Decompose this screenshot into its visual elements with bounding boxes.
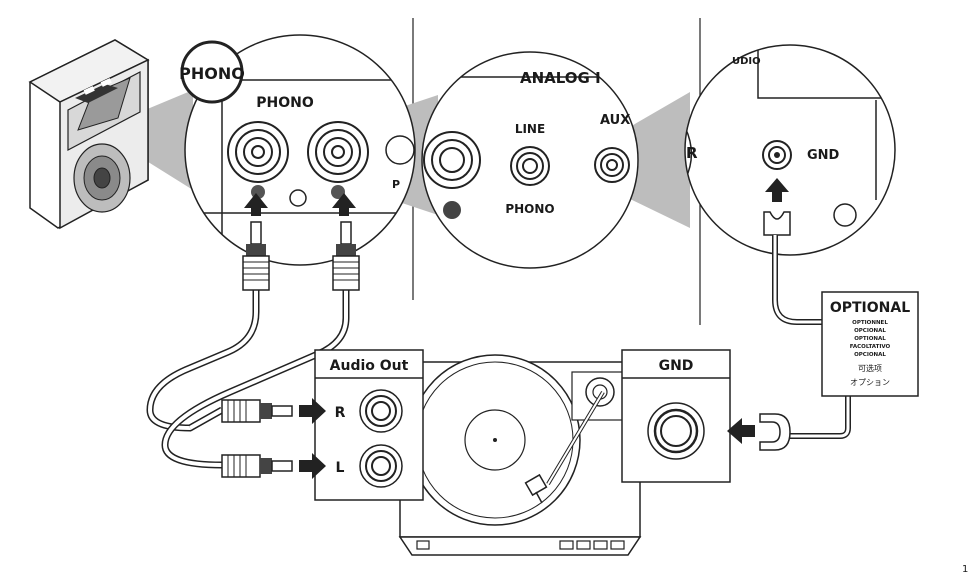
optional-japanese: オプション [850,378,890,387]
rca-plug-upper-right [332,221,360,291]
l-channel-label: L [336,460,345,476]
turntable [398,354,642,556]
audio-partial-label: UDIO [732,56,761,67]
arrow-up-icon-right [332,193,356,216]
rca-plug-lower-r [221,399,293,423]
r-channel-label: R [335,405,346,421]
analog-heading: ANALOG I [520,69,601,87]
arrow-right-icon-l [299,453,326,479]
phono-badge: PHONO [179,40,245,104]
phono-panel-partial-label: P [392,178,400,191]
callout-phono-inputs: P PHONO [184,34,416,266]
aux-label: AUX [600,113,630,128]
optional-translation-it: FACOLTATIVO [850,344,891,350]
zoom-beam-3 [628,92,690,228]
callout-ground: R UDIO GND [684,44,896,256]
gnd-callout-label: GND [807,148,840,163]
callout-analog-inputs: ANALOG I LINE AUX PHONO [421,51,639,269]
audio-out-title: Audio Out [330,358,409,374]
page-number: 1 [962,564,968,575]
optional-title: OPTIONAL [830,300,910,316]
arrow-left-icon-gnd [727,418,755,444]
line-label: LINE [515,122,545,136]
gnd-panel: GND [621,349,731,483]
optional-translation-fr: OPTIONNEL [852,320,888,326]
optional-chinese: 可选项 [858,363,882,373]
zoom-beam-1 [145,90,193,190]
rca-plug-lower-l [221,454,293,478]
rca-plug-upper-left [242,221,270,291]
arrow-up-icon-left [244,193,268,216]
phono-lower-label: PHONO [505,202,554,216]
ground-wire [759,235,851,451]
speaker [28,39,150,230]
audio-out-panel: Audio Out R L [314,349,424,501]
phono-badge-label: PHONO [179,64,245,83]
optional-translation-de: OPTIONAL [854,336,886,342]
r-partial-label: R [686,144,698,162]
arrow-up-icon-gnd [765,178,789,202]
optional-box: OPTIONAL OPTIONNEL OPCIONAL OPTIONAL FAC… [821,291,919,397]
arrow-right-icon-r [299,398,326,424]
optional-translation-pt: OPCIONAL [854,352,886,358]
optional-translation-es: OPCIONAL [854,328,886,334]
gnd-panel-title: GND [659,358,694,374]
rca-cables [146,290,350,469]
phono-panel-label: PHONO [256,95,314,111]
